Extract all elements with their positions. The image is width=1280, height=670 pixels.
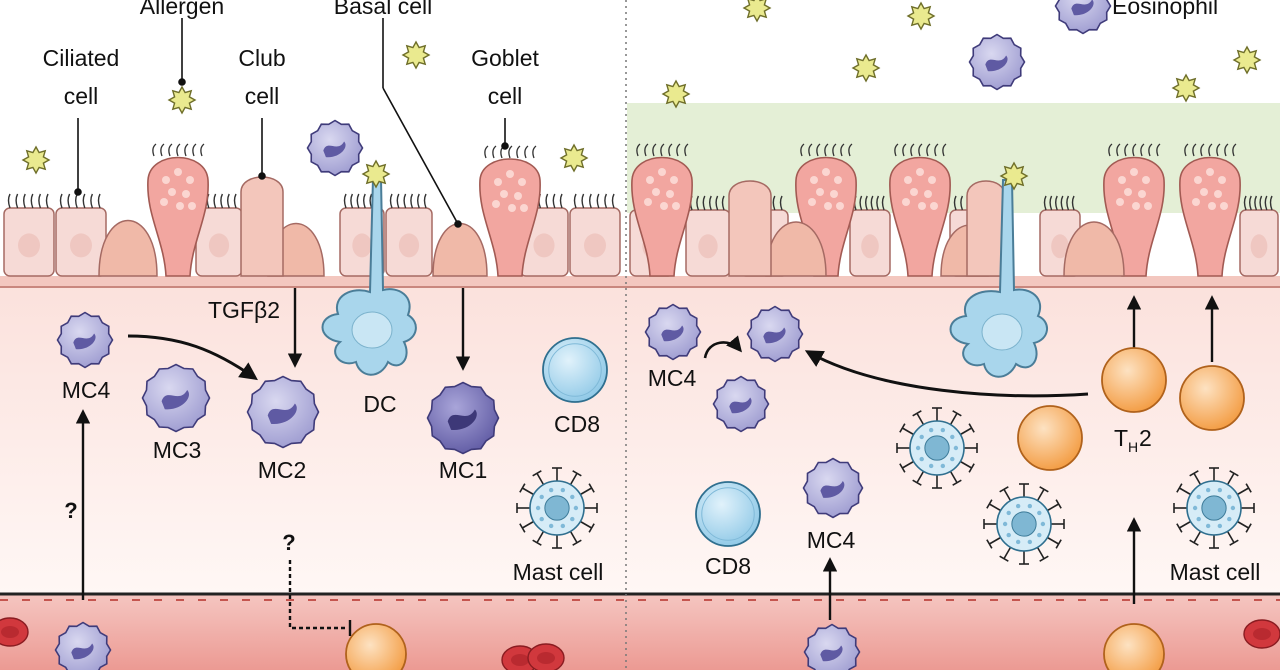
mast-cell (983, 483, 1065, 565)
goblet-cell (1179, 143, 1241, 277)
label-club: Club (238, 45, 285, 71)
club-cell (728, 180, 772, 277)
label-mc4-right-bottom: MC4 (807, 527, 856, 553)
allergen-particle (851, 53, 881, 83)
th2-cell (345, 623, 407, 670)
basal-cell (432, 222, 488, 277)
cd8-t-cell (542, 337, 608, 403)
question-mark-left: ? (64, 498, 77, 523)
club-cell (966, 180, 1006, 277)
club-cells (98, 176, 1125, 277)
label-ciliated: Ciliated (43, 45, 120, 71)
basement-membrane (0, 276, 1280, 286)
svg-text:2: 2 (1139, 425, 1152, 451)
svg-text:T: T (1114, 425, 1128, 451)
monocyte-mc4 (803, 623, 861, 670)
goblet-cell (889, 143, 951, 277)
allergen-particle (1232, 45, 1262, 75)
label-mast-cell-left: Mast cell (513, 559, 604, 585)
monocyte-mc1 (426, 381, 500, 455)
monocyte-mc4 (712, 375, 770, 433)
mast-cell (516, 467, 598, 549)
th2-cell (1103, 623, 1165, 670)
club-cell (240, 176, 284, 277)
ciliated-cell (569, 193, 621, 277)
allergen-particle (661, 79, 691, 109)
allergen-particle (401, 40, 431, 70)
th2-cell (1179, 365, 1245, 431)
label-club-cell: cell (245, 83, 280, 109)
label-basal-cell: Basal cell (334, 0, 432, 19)
ciliated-cell (849, 195, 891, 277)
red-blood-cell (527, 643, 565, 670)
mast-cell (1173, 467, 1255, 549)
monocyte-mc3 (141, 363, 211, 433)
dendritic-cell-left (321, 177, 417, 376)
eosinophil-legend (1054, 0, 1112, 35)
goblet-cell (479, 145, 541, 277)
label-mc2: MC2 (258, 457, 307, 483)
ciliated-cell (1239, 195, 1279, 277)
monocyte-mc4 (56, 311, 114, 369)
label-tgfb2: TGFβ2 (208, 297, 280, 323)
allergen-particle (742, 0, 772, 23)
eosinophil (306, 119, 364, 177)
cd8-t-cell (695, 481, 761, 547)
red-blood-cell (1243, 619, 1280, 649)
eosinophil (968, 33, 1026, 91)
label-mc3: MC3 (153, 437, 202, 463)
mast-cell (896, 407, 978, 489)
label-th2: T H 2 (1114, 425, 1152, 455)
goblet-cell (147, 143, 209, 277)
ciliated-cell (385, 193, 433, 277)
allergen-particle (361, 159, 391, 189)
ciliated-cell (685, 195, 731, 277)
basal-cell (1063, 221, 1125, 277)
basal-cell (98, 219, 158, 277)
label-goblet: Goblet (471, 45, 539, 71)
monocyte-mc4 (746, 305, 804, 363)
allergen-particle (21, 145, 51, 175)
allergen-particle (559, 143, 589, 173)
ciliated-cell (55, 193, 107, 277)
label-allergen: Allergen (140, 0, 224, 19)
allergen-particle (999, 161, 1029, 191)
th2-cell (1101, 347, 1167, 413)
allergen-particles (21, 0, 1262, 191)
label-mc4-right-top: MC4 (648, 365, 697, 391)
label-cd8-left: CD8 (554, 411, 600, 437)
th2-cell (1017, 405, 1083, 471)
monocyte-mc4 (644, 303, 702, 361)
label-mc1: MC1 (439, 457, 488, 483)
label-eosinophil: Eosinophil (1112, 0, 1218, 19)
dendritic-cell-right (949, 179, 1048, 378)
goblet-cell (631, 143, 693, 277)
label-cd8-right: CD8 (705, 553, 751, 579)
allergen-particle (906, 1, 936, 31)
question-mark-center: ? (282, 530, 295, 555)
ciliated-cell (3, 193, 55, 277)
blood-vessel (0, 594, 1280, 670)
label-goblet-cell: cell (488, 83, 523, 109)
label-dc: DC (363, 391, 396, 417)
red-blood-cell (0, 617, 29, 647)
monocyte-mc2 (246, 375, 320, 449)
label-pointers (74, 18, 509, 228)
monocyte-mc4 (54, 621, 112, 670)
allergen-particle (1171, 73, 1201, 103)
monocyte-mc4 (802, 457, 864, 519)
label-mast-cell-right: Mast cell (1170, 559, 1261, 585)
label-mc4-left: MC4 (62, 377, 111, 403)
arrows (75, 288, 1220, 636)
label-ciliated-cell: cell (64, 83, 99, 109)
svg-text:H: H (1128, 439, 1138, 455)
allergen-particle (167, 85, 197, 115)
